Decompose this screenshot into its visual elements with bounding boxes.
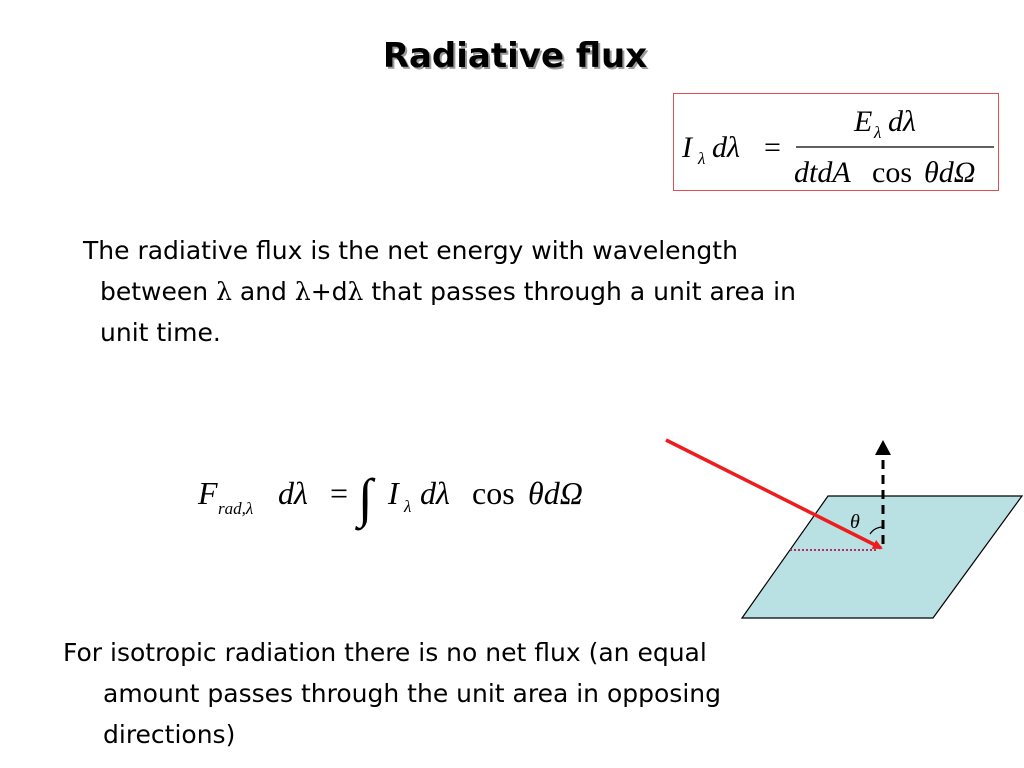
eq1-den-cos: cos	[872, 156, 912, 189]
eq1-den-dtdA: dtdA	[794, 156, 851, 189]
unit-area-plane	[740, 495, 1024, 619]
flux-geometry-diagram: θ	[665, 438, 1024, 619]
eq1-E: E	[853, 105, 872, 138]
eq1-I: I	[681, 131, 694, 164]
eq2-F: F	[197, 475, 218, 511]
slide-title: Radiative flux	[382, 36, 648, 76]
eq2-theta: θdΩ	[528, 475, 583, 511]
eq2-dlambda: dλ	[278, 475, 308, 511]
intensity-equation-box: I λ dλ = E λ dλ dtdA cos θdΩ	[673, 93, 999, 191]
eq2-dlambda2: dλ	[420, 475, 450, 511]
radiative-flux-definition: The radiative flux is the net energy wit…	[83, 236, 796, 347]
eq2-F-sub: rad,λ	[218, 499, 253, 518]
angle-arc	[869, 526, 884, 535]
eq1-dlambda: dλ	[712, 131, 740, 164]
eq2-equals: =	[330, 475, 348, 511]
eq2-I-sub: λ	[403, 497, 411, 516]
eq1-num-dlambda: dλ	[888, 105, 916, 138]
eq2-integral: ∫	[355, 468, 376, 531]
theta-label: θ	[850, 511, 860, 533]
eq1-den-theta: θdΩ	[924, 156, 975, 189]
isotropic-radiation-note: For isotropic radiation there is no net …	[63, 638, 721, 749]
intensity-equation: I λ dλ = E λ dλ dtdA cos θdΩ	[681, 105, 994, 189]
eq2-I: I	[387, 475, 400, 511]
eq1-E-sub: λ	[873, 123, 881, 142]
eq1-I-sub: λ	[697, 149, 705, 168]
eq2-cos: cos	[472, 475, 515, 511]
incident-ray-arrow	[665, 438, 883, 550]
eq1-equals: =	[764, 131, 781, 164]
flux-integral-equation: F rad,λ dλ = ∫ I λ dλ cos θdΩ	[197, 468, 583, 531]
normal-arrowhead-icon	[875, 440, 891, 455]
